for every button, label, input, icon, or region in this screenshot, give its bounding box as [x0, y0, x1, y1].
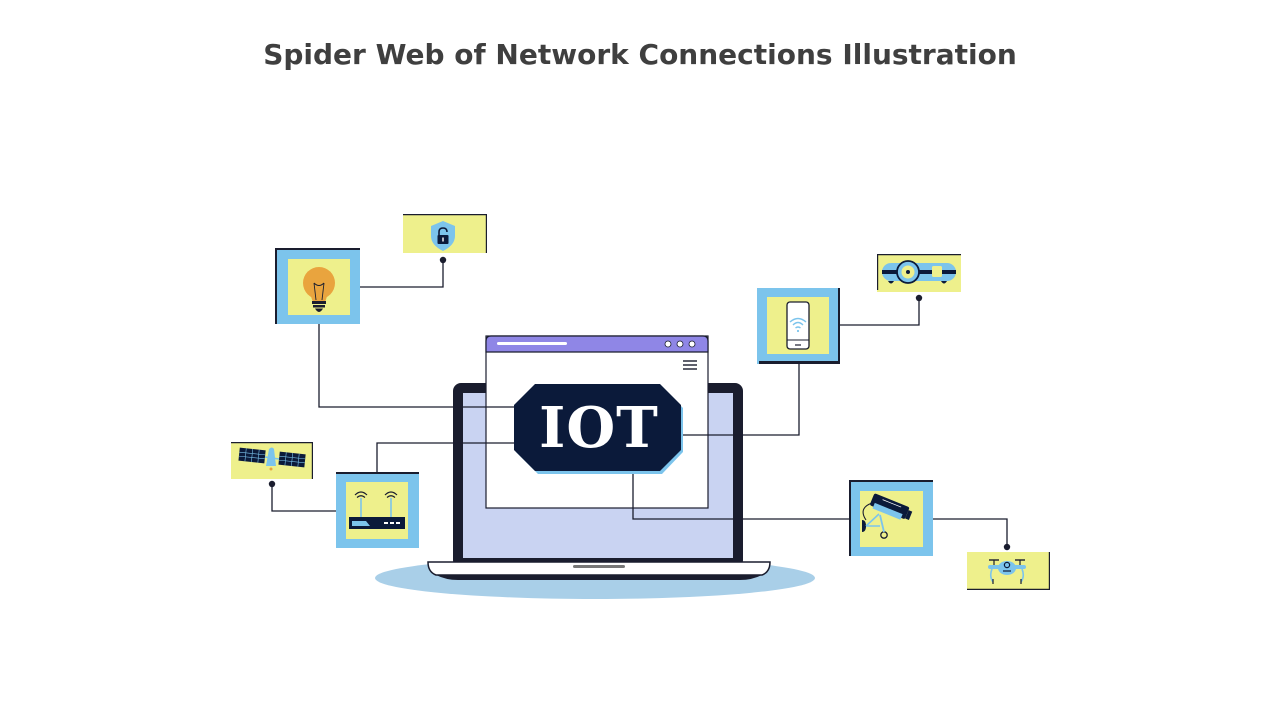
shield-lock-icon [431, 221, 455, 251]
lightbulb-node[interactable] [275, 248, 360, 324]
lightbulb-icon [303, 267, 335, 312]
wifi-router-node[interactable] [336, 472, 419, 548]
cctv-camera-icon [862, 493, 913, 539]
drone-icon [988, 559, 1026, 584]
projector-icon [882, 260, 956, 284]
satellite-icon [238, 447, 306, 471]
security-camera-node[interactable] [849, 480, 933, 556]
hamburger-icon [683, 360, 697, 370]
satellite-node[interactable] [231, 442, 313, 479]
drone-node[interactable] [967, 552, 1050, 590]
page-title: Spider Web of Network Connections Illust… [263, 38, 1017, 71]
connector-lines [271, 260, 1008, 547]
smartphone-wifi-icon [786, 301, 810, 350]
iot-label: IOT [539, 395, 659, 461]
security-lock-node[interactable] [403, 214, 487, 253]
iot-badge [514, 384, 683, 474]
projector-node[interactable] [877, 254, 961, 292]
smartphone-node[interactable] [757, 288, 840, 364]
connector-dots [268, 256, 1011, 551]
wifi-router-icon [349, 491, 405, 529]
